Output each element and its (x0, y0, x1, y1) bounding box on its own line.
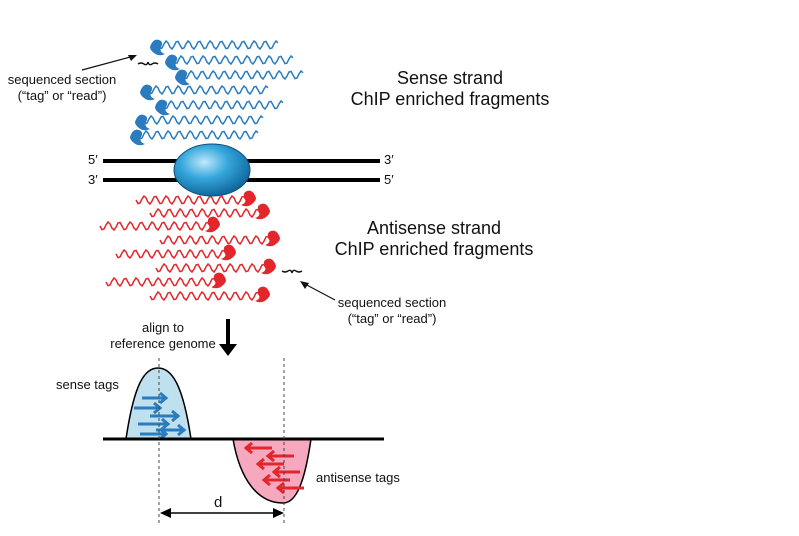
antisense-title-line1: Antisense strand (366, 218, 502, 238)
sense-title-line2: ChIP enriched fragments (350, 89, 550, 109)
sense-fragment-wave (172, 54, 294, 66)
antisense-tag-arrows (243, 441, 304, 495)
antisense-tag-arrow-head (255, 457, 265, 471)
antisense-tag-arrow-head (243, 441, 253, 455)
align-arrow-head (219, 344, 237, 356)
antisense-read-head (241, 190, 256, 207)
sense-read-head (155, 99, 170, 116)
sense-fragment-wave (147, 84, 269, 96)
align-label-line2: reference genome (110, 336, 216, 351)
antisense-tag-arrow-head (271, 465, 281, 479)
antisense-title-line2: ChIP enriched fragments (334, 239, 534, 259)
align-label-line1: align to (142, 320, 184, 335)
sense-fragment-wave (182, 69, 304, 81)
sense-read-head (165, 54, 180, 71)
antisense-tags-label: antisense tags (316, 470, 400, 485)
antisense-tag-brace (281, 269, 303, 274)
antisense-strand-title: Antisense strand ChIP enriched fragments (314, 218, 554, 260)
sense-read-head (140, 84, 155, 101)
dna-top-left-end: 5′ (88, 152, 98, 167)
sense-tag-arrow-head (177, 423, 187, 437)
sense-seq-label-line2: (“tag” or “read”) (17, 88, 107, 103)
sense-read-head (135, 114, 150, 131)
distance-arrow-right-head (273, 508, 284, 518)
sense-title-line1: Sense strand (396, 68, 504, 88)
distance-arrow-left-head (160, 508, 171, 518)
antisense-sequenced-section-label: sequenced section (“tag” or “read”) (328, 295, 456, 327)
dna-top-right-end: 3′ (384, 152, 394, 167)
antisense-tag-arrow-head (265, 449, 275, 463)
antisense-read-head (261, 258, 276, 275)
antisense-fragment-wave (159, 234, 271, 246)
sense-tag-arrow-head (159, 391, 169, 405)
antisense-fragment-wave (135, 194, 247, 206)
antisense-read-head (211, 272, 226, 289)
sense-fragment-wave (137, 129, 259, 141)
antisense-read-head (255, 203, 270, 220)
sense-read-head (175, 69, 190, 86)
dna-bottom-left-end: 3′ (88, 172, 98, 187)
antisense-fragment-wave (99, 220, 211, 232)
dna-bottom-right-end: 5′ (384, 172, 394, 187)
antisense-fragment-wave (149, 290, 261, 302)
sense-tag-arrow-head (159, 427, 169, 441)
antisense-fragment-wave (149, 207, 261, 219)
sense-fragment-wave (142, 114, 264, 126)
sense-tag-pointer-head (128, 55, 137, 61)
sense-fragments (130, 39, 304, 146)
align-label: align to reference genome (108, 320, 218, 352)
antisense-tag-pointer (302, 282, 336, 301)
sense-read-head (130, 129, 145, 146)
antisense-read-head (265, 230, 280, 247)
sense-tag-brace (137, 61, 159, 66)
sense-sequenced-section-label: sequenced section (“tag” or “read”) (0, 72, 124, 104)
antisense-tag-arrow-head (261, 473, 271, 487)
antisense-read-head (221, 244, 236, 261)
antisense-tag-arrow-head (275, 481, 285, 495)
sense-strand-title: Sense strand ChIP enriched fragments (330, 68, 570, 110)
sense-tag-pointer (81, 55, 135, 71)
antisense-read-head (205, 216, 220, 233)
distance-label: d (214, 494, 223, 511)
sense-fragment-wave (157, 39, 279, 51)
antisense-seq-label-line2: (“tag” or “read”) (347, 311, 437, 326)
sense-tag-arrow-head (161, 417, 171, 431)
antisense-seq-label-line1: sequenced section (337, 295, 447, 310)
antisense-fragment-wave (155, 262, 267, 274)
sense-tag-arrow-head (171, 409, 181, 423)
antisense-tag-pointer-head (300, 281, 309, 289)
antisense-read-head (255, 286, 270, 303)
sense-seq-label-line1: sequenced section (7, 72, 117, 87)
antisense-fragments (99, 190, 280, 303)
sense-tags-label: sense tags (56, 377, 119, 392)
sense-tag-arrow-head (153, 401, 163, 415)
dna-binding-protein (173, 143, 251, 197)
antisense-fragment-wave (115, 248, 227, 260)
sense-tag-arrows (134, 391, 187, 441)
sense-read-head (150, 39, 165, 56)
sense-tag-peak (125, 367, 192, 440)
sense-fragment-wave (162, 99, 284, 111)
antisense-fragment-wave (105, 276, 217, 288)
